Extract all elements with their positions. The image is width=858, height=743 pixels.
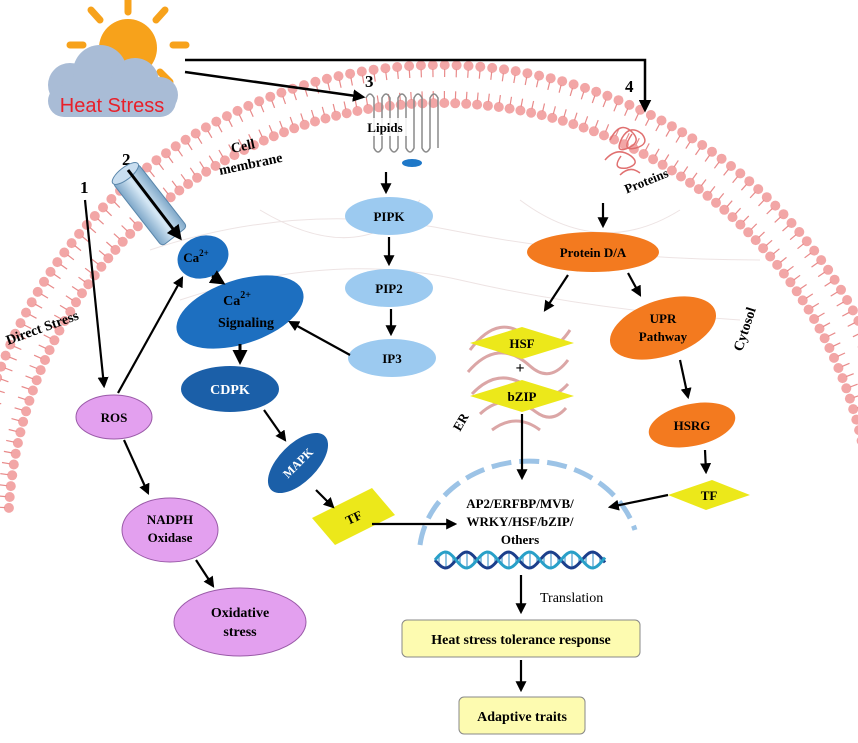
heat-stress-arrows <box>184 58 652 113</box>
nucleus-envelope <box>417 458 638 546</box>
tf-genes-line3: Others <box>501 532 539 547</box>
hsrg-label: HSRG <box>674 418 711 433</box>
ros-node <box>75 394 153 440</box>
ros-label: ROS <box>101 410 128 425</box>
ip3-node <box>348 339 436 377</box>
translation-label: Translation <box>540 591 603 606</box>
proteins-coil-icon <box>604 126 646 176</box>
ca-ion-label: Ca2+ <box>183 248 209 265</box>
hsf-node <box>470 327 574 359</box>
oxidative-stress-node <box>173 587 307 657</box>
upr-label-line2: Pathway <box>639 329 688 344</box>
tf-right-node <box>668 480 750 510</box>
bzip-node <box>470 380 574 412</box>
pip2-node <box>345 269 433 307</box>
pipk-label: PIPK <box>373 209 405 224</box>
tf-left-label: TF <box>343 507 364 528</box>
nadph-label-line1: NADPH <box>147 512 193 527</box>
adaptive-traits-label: Adaptive traits <box>477 710 567 725</box>
tf-left-node <box>312 488 395 545</box>
tf-right-label: TF <box>701 488 718 503</box>
ip3-label: IP3 <box>382 351 402 366</box>
ca-ion-node <box>177 235 229 279</box>
cloud-icon <box>48 45 178 117</box>
tf-genes-line1: AP2/ERFBP/MVB/ <box>466 496 574 511</box>
pipk-node <box>345 197 433 235</box>
pathway-number-2: 2 <box>122 150 131 169</box>
upr-label-line1: UPR <box>650 311 677 326</box>
nadph-label-line2: Oxidase <box>148 530 193 545</box>
pathway-number-1: 1 <box>80 178 89 197</box>
er-label: ER <box>450 410 472 434</box>
ca-signaling-label-line2: Signaling <box>218 316 274 331</box>
lipids-transmembrane-icon <box>365 93 439 153</box>
oxidative-label-line2: stress <box>223 625 257 640</box>
cell-membrane-label-line1: Cell <box>230 137 257 157</box>
ca-signaling-node <box>176 275 304 349</box>
dna-helix-icon <box>433 550 607 570</box>
cytosol-label: Cytosol <box>732 306 760 354</box>
direct-stress-label: Direct Stress <box>4 308 81 348</box>
adaptive-traits-box <box>458 696 586 735</box>
pathway-number-3: 3 <box>365 72 374 91</box>
heat-stress-title: Heat Stress <box>60 95 164 117</box>
protein-da-label: Protein D/A <box>560 245 627 260</box>
tolerance-response-box <box>401 619 641 658</box>
protein-da-node <box>527 232 659 272</box>
pathway-number-4: 4 <box>625 77 634 96</box>
cdpk-node <box>181 366 279 412</box>
hsrg-node <box>648 402 736 448</box>
lipids-label: Lipids <box>367 120 402 135</box>
cdpk-label: CDPK <box>210 383 250 398</box>
pip2-label: PIP2 <box>375 281 402 296</box>
cell-membrane-label-line2: membrane <box>218 151 284 179</box>
oxidative-label-line1: Oxidative <box>211 606 269 621</box>
upr-pathway-node <box>609 296 717 360</box>
nadph-oxidase-node <box>121 497 219 563</box>
plus-sign: + <box>515 360 524 377</box>
flow-arrows <box>83 169 712 693</box>
mapk-node <box>267 432 329 494</box>
tf-genes-line2: WRKY/HSF/bZIP/ <box>467 514 574 529</box>
lipid-anchor-icon <box>402 159 422 167</box>
tolerance-response-label: Heat stress tolerance response <box>431 633 611 648</box>
ca-signaling-label-line1: Ca2+ <box>223 290 251 309</box>
hsf-label: HSF <box>509 336 534 351</box>
bzip-label: bZIP <box>508 389 537 404</box>
